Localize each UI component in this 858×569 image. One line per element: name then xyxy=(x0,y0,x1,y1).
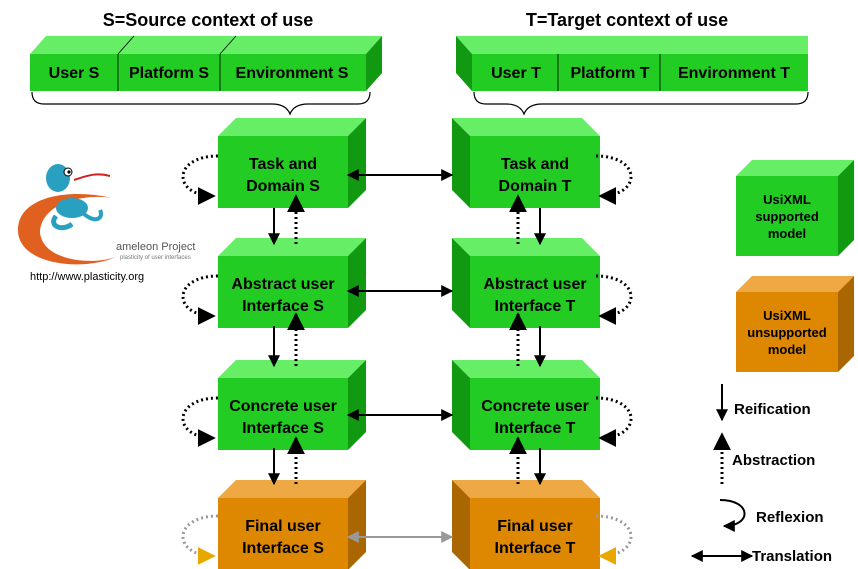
legend-supported-line2: model xyxy=(768,226,806,241)
target-context-top xyxy=(456,36,808,54)
target-context-header: T=Target context of use xyxy=(526,10,728,30)
source-context-top xyxy=(30,36,382,54)
source-platform-label: Platform S xyxy=(129,65,209,82)
target-model-box-1-front xyxy=(470,256,600,328)
source-model-box-3-front xyxy=(218,498,348,569)
source-model-box-1-top xyxy=(218,238,366,256)
target-model-line2-0: Domain T xyxy=(499,178,572,195)
target-model-box-2-front xyxy=(470,378,600,450)
legend-unsupported-box-top xyxy=(736,276,854,292)
target-model-box-0-side xyxy=(452,118,470,208)
source-model-line2-2: Interface S xyxy=(242,420,324,437)
reification-legend-label: Reification xyxy=(734,401,811,418)
source-model-line1-3: Final user xyxy=(245,518,321,535)
target-model-line2-1: Interface T xyxy=(495,298,576,315)
target-model-box-3-side xyxy=(452,480,470,569)
logo-url: http://www.plasticity.org xyxy=(30,271,144,283)
target-platform-label: Platform T xyxy=(570,65,649,82)
target-model-box-3-top xyxy=(452,480,600,498)
source-environment-label: Environment S xyxy=(236,65,349,82)
legend-arrows: Reification Abstraction Reflexion Transl… xyxy=(690,384,832,565)
source-context-header: S=Source context of use xyxy=(103,10,314,30)
target-model-line2-2: Interface T xyxy=(495,420,576,437)
source-model-box-2-top xyxy=(218,360,366,378)
legend-unsupported-box-side xyxy=(838,276,854,372)
target-context-brace xyxy=(473,91,809,116)
abstraction-legend-label: Abstraction xyxy=(732,452,815,469)
target-model-box-0-front xyxy=(470,136,600,208)
source-model-line2-0: Domain S xyxy=(246,178,320,195)
source-model-line1-1: Abstract user xyxy=(231,276,334,293)
logo-swoosh xyxy=(18,193,118,265)
target-model-line1-2: Concrete user xyxy=(481,398,589,415)
source-context-group: User S Platform S Environment S xyxy=(30,35,382,91)
source-model-box-2-side xyxy=(348,360,366,450)
target-model-line1-3: Final user xyxy=(497,518,573,535)
target-model-box-3-front xyxy=(470,498,600,569)
target-model-box-2-side xyxy=(452,360,470,450)
legend-unsupported-line1: unsupported xyxy=(747,325,826,340)
legend-boxes: UsiXMLsupportedmodelUsiXMLunsupportedmod… xyxy=(736,160,854,372)
target-user-label: User T xyxy=(491,65,541,82)
target-model-box-0-top xyxy=(452,118,600,136)
target-model-box-1-side xyxy=(452,238,470,328)
source-user-label: User S xyxy=(49,65,100,82)
source-vertical-arrows xyxy=(268,194,305,486)
legend-supported-box-side xyxy=(838,160,854,256)
source-context-side xyxy=(366,36,382,91)
legend-supported-line1: supported xyxy=(755,209,819,224)
target-context-front xyxy=(472,54,808,91)
source-model-line2-1: Interface S xyxy=(242,298,324,315)
legend-supported-box-top xyxy=(736,160,854,176)
reflexion-legend-arrow xyxy=(719,499,746,532)
legend-unsupported-box: UsiXML unsupported model xyxy=(736,276,854,372)
source-model-line1-2: Concrete user xyxy=(229,398,337,415)
legend-unsupported-line2: model xyxy=(768,342,806,357)
legend-unsupported-line0: UsiXML xyxy=(763,308,811,323)
source-context-front xyxy=(30,54,366,91)
source-model-line1-0: Task and xyxy=(249,156,317,173)
logo-subtitle: plasticity of user interfaces xyxy=(120,255,191,261)
legend-supported-line0: UsiXML xyxy=(763,192,811,207)
translation-arrows xyxy=(346,169,454,543)
source-model-line2-3: Interface S xyxy=(242,540,324,557)
target-model-box-1-top xyxy=(452,238,600,256)
translation-legend-label: Translation xyxy=(752,548,832,565)
target-context-group: User T Platform T Environment T xyxy=(456,36,808,91)
legend-supported-box-front xyxy=(736,176,838,256)
source-model-box-1-side xyxy=(348,238,366,328)
source-model-box-0-side xyxy=(348,118,366,208)
legend-supported-box: UsiXML supported model xyxy=(736,160,854,256)
reflexion-legend-label: Reflexion xyxy=(756,509,824,526)
source-model-box-1-front xyxy=(218,256,348,328)
logo-title: ameleon Project xyxy=(116,241,196,253)
source-model-box-0-front xyxy=(218,136,348,208)
source-model-box-3-top xyxy=(218,480,366,498)
source-model-box-0-top xyxy=(218,118,366,136)
target-context-side xyxy=(456,36,472,91)
source-context-brace xyxy=(31,91,371,116)
cameleon-logo: ameleon Project plasticity of user inter… xyxy=(18,164,196,283)
target-vertical-arrows xyxy=(509,194,546,486)
target-model-line1-1: Abstract user xyxy=(483,276,586,293)
target-model-line1-0: Task and xyxy=(501,156,569,173)
target-environment-label: Environment T xyxy=(678,65,790,82)
target-model-line2-3: Interface T xyxy=(495,540,576,557)
source-model-box-2-front xyxy=(218,378,348,450)
source-model-box-3-side xyxy=(348,480,366,569)
chameleon-body xyxy=(56,198,88,218)
legend-unsupported-box-front xyxy=(736,292,838,372)
target-model-box-2-top xyxy=(452,360,600,378)
